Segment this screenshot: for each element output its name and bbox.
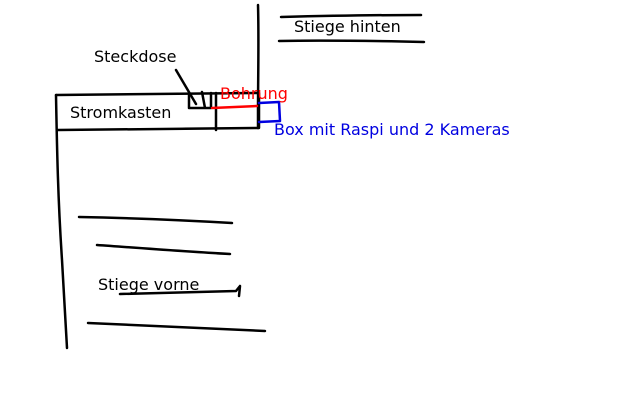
steckdose-outlet [187, 90, 213, 110]
lower-stair-step-1 [77, 215, 234, 225]
steckdose-pointer [174, 68, 198, 106]
stromkasten-outline [54, 91, 261, 132]
label-bohrung: Bohrung [220, 84, 288, 103]
label-stiege-hinten: Stiege hinten [294, 17, 401, 36]
label-box: Box mit Raspi und 2 Kameras [274, 120, 510, 139]
box-outline [257, 100, 282, 124]
upper-stair-step-1 [279, 13, 423, 19]
lower-stair-step-3 [118, 284, 242, 298]
lower-stair-step-4 [86, 321, 267, 333]
label-stiege-vorne: Stiege vorne [98, 275, 200, 294]
label-steckdose: Steckdose [94, 47, 177, 66]
lower-stair-step-2 [95, 243, 232, 256]
bohrung-line [210, 104, 259, 110]
lower-left-wall [54, 93, 69, 350]
upper-stair-step-2 [277, 39, 426, 44]
label-stromkasten: Stromkasten [70, 103, 172, 122]
